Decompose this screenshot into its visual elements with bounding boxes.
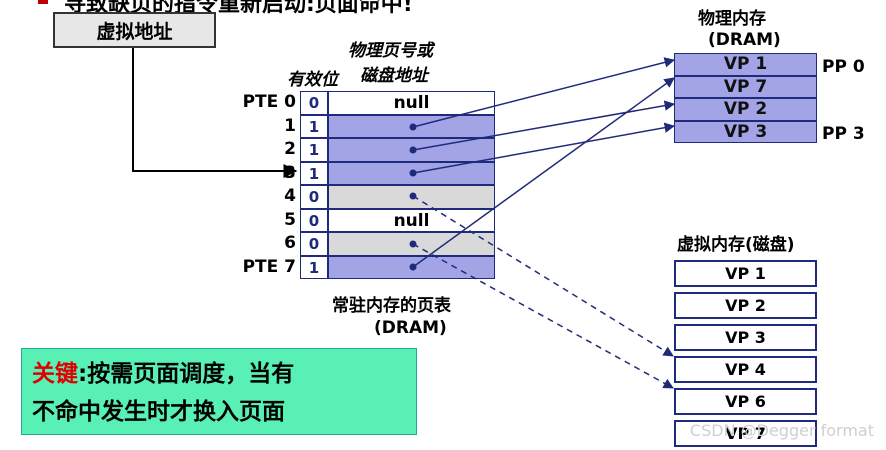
pp3-label: PP 3 [822, 124, 865, 144]
pte1-dot [409, 123, 417, 131]
pte6-disk-arrow [412, 243, 674, 389]
phys-page-header-1: 物理页号或 [348, 41, 433, 61]
phys-page-header-2: 磁盘地址 [360, 66, 428, 86]
valid-bit-header: 有效位 [287, 70, 338, 90]
physical-page-cell: VP 2 [674, 98, 817, 121]
valid-bit-cell: 1 [300, 138, 328, 162]
pte6-dot [409, 240, 417, 248]
pte4-dot [409, 192, 417, 200]
pp0-label: PP 0 [822, 57, 865, 77]
pte-content-cell: null [328, 208, 495, 232]
disk-page-cell: VP 4 [674, 356, 817, 383]
key-note-highlight: 关键 [32, 361, 78, 387]
key-note-line1: :按需页面调度，当有 [78, 361, 295, 387]
pte-label: 4 [284, 186, 296, 206]
virtual-address-box: 虚拟地址 [53, 12, 216, 48]
pte-label: 2 [284, 139, 296, 159]
physical-memory-title: 物理内存 [698, 9, 766, 29]
valid-bit-cell: 1 [300, 114, 328, 138]
pte-label: 6 [284, 233, 296, 253]
key-note-line2: 不命中发生时才换入页面 [32, 399, 285, 425]
valid-bit-cell: 1 [300, 255, 328, 279]
virtual-memory-title: 虚拟内存(磁盘) [677, 235, 795, 255]
pte2-arrow [412, 100, 676, 151]
disk-page-cell: VP 1 [674, 260, 817, 287]
pte4-disk-arrow [412, 195, 674, 357]
pte-label: PTE 0 [242, 92, 296, 112]
pte1-arrow [412, 57, 676, 128]
va-to-pte3-arrow [132, 48, 298, 178]
pte2-dot [409, 146, 417, 154]
pte7-dot [409, 263, 417, 271]
valid-bit-cell: 0 [300, 91, 328, 115]
bullet-icon [38, 0, 48, 4]
valid-bit-cell: 0 [300, 208, 328, 232]
key-note: 关键:按需页面调度，当有 不命中发生时才换入页面 [21, 348, 417, 435]
physical-page-cell: VP 3 [674, 120, 817, 143]
disk-page-cell: VP 2 [674, 292, 817, 319]
pte-label: 1 [284, 115, 296, 136]
watermark: CSDN @Degger format [689, 421, 874, 440]
disk-page-cell: VP 6 [674, 388, 817, 415]
disk-page-cell: VP 3 [674, 324, 817, 351]
physical-page-cell: VP 1 [674, 53, 817, 76]
pte3-arrow [412, 122, 676, 174]
valid-bit-cell: 1 [300, 161, 328, 185]
pte-label: 5 [284, 209, 296, 230]
valid-bit-cell: 0 [300, 185, 328, 209]
disk-page-cell: VP 7 [674, 420, 817, 447]
physical-memory-subtitle: (DRAM) [708, 30, 781, 50]
pte7-arrow [412, 77, 675, 268]
valid-bit-cell: 0 [300, 232, 328, 256]
page-table-caption-dram: (DRAM) [374, 318, 447, 338]
page-table-caption: 常驻内存的页表 [332, 296, 451, 316]
pte-content-cell: null [328, 91, 495, 115]
pte-label: PTE 7 [242, 256, 296, 277]
physical-page-cell: VP 7 [674, 75, 817, 98]
pte3-dot [409, 169, 417, 177]
